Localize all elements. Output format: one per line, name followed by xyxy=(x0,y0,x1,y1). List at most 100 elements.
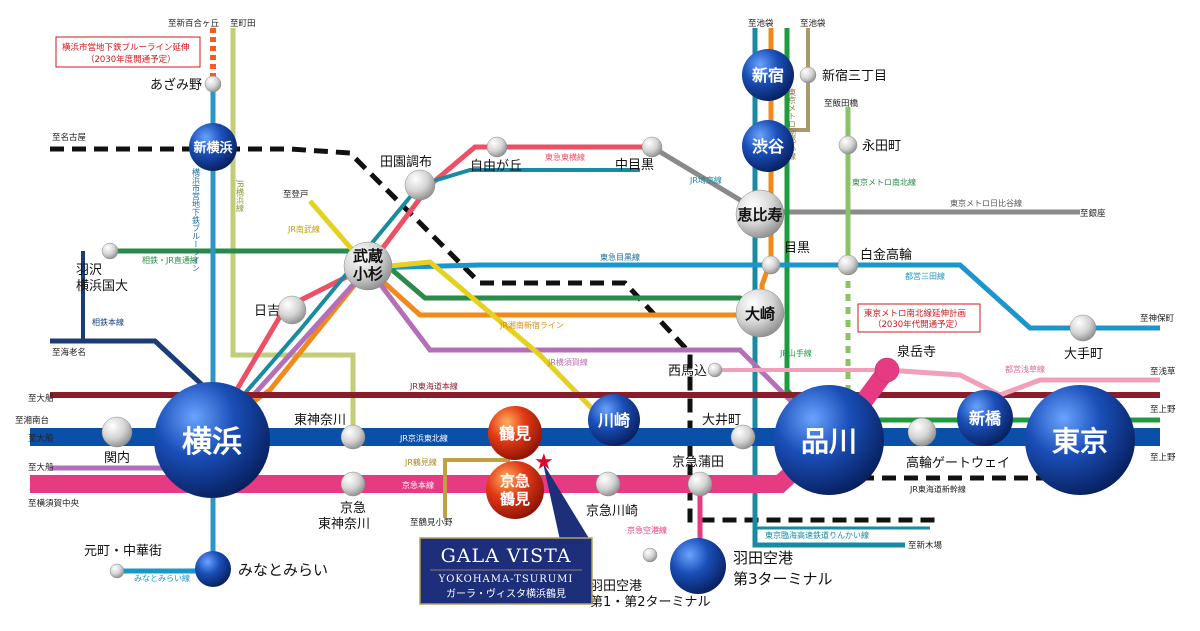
label-meguro: 目黒 xyxy=(784,241,810,256)
station-keikyu-tsurumi[interactable]: 京急 鶴見 xyxy=(486,461,544,519)
label-keikyu-tsurumi-1: 京急 xyxy=(500,472,530,490)
dir-ikebukuro-a: 至池袋 xyxy=(748,18,774,29)
label-sotetsu: 相鉄本線 xyxy=(92,317,124,327)
label-toei-mita: 都営三田線 xyxy=(905,271,945,281)
station-musashikosugi[interactable]: 武蔵 小杉 xyxy=(343,241,393,291)
label-haneda12-1: 羽田空港 xyxy=(590,579,642,594)
station-shinjuku[interactable]: 新宿 xyxy=(742,49,794,101)
label-haneda3-1: 羽田空港 xyxy=(733,549,793,567)
label-otemachi: 大手町 xyxy=(1064,347,1103,362)
label-nagatacho: 永田町 xyxy=(862,139,901,154)
station-haneda3[interactable]: 羽田空港 第3ターミナル xyxy=(670,538,833,594)
label-tokaido-shinkansen: JR東海道新幹線 xyxy=(909,484,966,494)
label-musashikosugi-1: 武蔵 xyxy=(353,247,383,265)
station-motomachi[interactable] xyxy=(109,563,125,579)
station-nishiumagome[interactable] xyxy=(707,362,723,378)
station-keikyu-kamata[interactable] xyxy=(687,471,713,497)
station-yokohama[interactable]: 横浜 xyxy=(154,382,270,498)
label-shibuya: 渋谷 xyxy=(752,137,785,156)
label-keikyu-higashikanagawa-2: 東神奈川 xyxy=(318,516,370,532)
station-hazawa[interactable] xyxy=(101,242,119,260)
label-nakameguro: 中目黒 xyxy=(615,158,654,173)
label-jr-yokohama: JR横浜線 xyxy=(236,179,245,212)
station-tokyo[interactable]: 東京 xyxy=(1025,385,1135,495)
label-kannai: 関内 xyxy=(104,450,130,466)
station-shibuya[interactable]: 渋谷 xyxy=(742,120,794,172)
property-star-icon: ★ xyxy=(534,450,554,475)
station-sengakuji[interactable] xyxy=(874,357,900,383)
dir-shinkiba: 至新木場 xyxy=(908,540,943,551)
label-shinyokohama: 新横浜 xyxy=(193,140,232,156)
station-shinbashi[interactable]: 新橋 xyxy=(957,390,1013,446)
station-nakameguro[interactable] xyxy=(641,136,663,158)
station-kannai[interactable] xyxy=(101,416,133,448)
station-meguro[interactable] xyxy=(761,255,781,275)
label-oimachi: 大井町 xyxy=(702,413,741,428)
label-jr-keihin-tohoku: JR京浜東北線 xyxy=(399,433,448,443)
label-shirokanetakanawa: 白金高輪 xyxy=(860,247,912,263)
label-haneda3-2: 第3ターミナル xyxy=(733,570,833,588)
dir-ginza: 至銀座 xyxy=(1080,208,1106,219)
station-oimachi[interactable] xyxy=(730,424,756,450)
station-takanawa-gateway[interactable] xyxy=(907,417,937,447)
dir-ofuna-1: 至大船 xyxy=(28,393,54,404)
station-tsurumi[interactable]: 鶴見 xyxy=(488,406,542,460)
label-shinjuku-sanchome: 新宿三丁目 xyxy=(822,68,887,84)
label-rinkai: 東京臨海高速鉄道りんかい線 xyxy=(765,530,869,540)
station-denenchofu[interactable] xyxy=(404,169,436,201)
property-callout[interactable]: GALA VISTA YOKOHAMA-TSURUMI ガーラ・ヴィスタ横浜鶴見 xyxy=(419,463,593,605)
namboku-extension-note: 東京メトロ南北線延伸計画 （2030年代開通予定） xyxy=(857,303,981,333)
label-motomachi: 元町・中華街 xyxy=(84,544,162,559)
station-osaki[interactable]: 大崎 xyxy=(735,288,785,338)
label-azamino: あざみ野 xyxy=(150,77,202,93)
dir-noborito: 至登戸 xyxy=(283,189,309,200)
station-haneda12[interactable] xyxy=(642,547,658,563)
station-keikyu-higashikanagawa[interactable] xyxy=(340,471,366,497)
jr-yamanote-line xyxy=(784,28,1160,423)
station-hiyoshi[interactable] xyxy=(277,295,307,325)
label-musashikosugi-2: 小杉 xyxy=(353,265,383,283)
dir-iidabashi: 至飯田橋 xyxy=(824,98,859,109)
line-labels: JR京浜東北線 京急本線 JR東海道本線 東急東横線 東急目黒線 JR埼京線 東… xyxy=(92,87,1045,583)
label-minatomirai: みなとみらい xyxy=(238,561,328,579)
small-station-labels: あざみ野 新宿三丁目 永田町 自由が丘 中目黒 田園調布 羽沢 横浜国大 日吉 … xyxy=(76,68,1103,610)
dir-ebina: 至海老名 xyxy=(52,347,86,358)
station-nagatacho[interactable] xyxy=(838,135,858,155)
label-yokohama: 横浜 xyxy=(182,425,242,460)
station-shinjuku-sanchome[interactable] xyxy=(799,66,817,84)
label-keikyu-kawasaki: 京急川崎 xyxy=(586,504,638,519)
callout-pointer xyxy=(543,463,590,540)
label-ebisu: 恵比寿 xyxy=(737,206,782,224)
label-nishiumagome: 西馬込 xyxy=(668,364,707,379)
station-jiyugaoka[interactable] xyxy=(486,136,508,158)
property-sub: YOKOHAMA-TSURUMI xyxy=(438,574,574,585)
station-keikyu-kawasaki[interactable] xyxy=(595,471,621,497)
label-jr-tsurumi: JR鶴見線 xyxy=(404,457,437,467)
station-shinyokohama[interactable]: 新横浜 xyxy=(189,123,237,171)
dir-yokosuka: 至横須賀中央 xyxy=(28,498,80,509)
label-hazawa-2: 横浜国大 xyxy=(76,279,128,294)
property-box xyxy=(419,537,593,605)
label-hazawa-1: 羽沢 xyxy=(76,263,102,278)
station-otemachi[interactable] xyxy=(1069,314,1097,342)
label-jr-yamanote: JR山手線 xyxy=(779,348,812,358)
label-keikyu-main: 京急本線 xyxy=(402,480,434,490)
label-metro-hibiya: 東京メトロ日比谷線 xyxy=(950,198,1022,208)
station-shinagawa[interactable]: 品川 xyxy=(774,385,884,495)
station-azamino[interactable] xyxy=(204,75,222,93)
dir-ueno-1: 至上野 xyxy=(1150,405,1176,415)
label-higashikanagawa: 東神奈川 xyxy=(294,412,346,428)
toei-mita-line xyxy=(367,262,1160,331)
station-ebisu[interactable]: 恵比寿 xyxy=(735,189,785,239)
label-hiyoshi: 日吉 xyxy=(254,304,280,319)
station-minatomirai[interactable]: みなとみらい xyxy=(195,551,328,587)
property-name: GALA VISTA xyxy=(441,545,572,567)
label-sengakuji: 泉岳寺 xyxy=(897,344,936,360)
station-shirokanetakanawa[interactable] xyxy=(837,254,859,276)
label-minatomirai: みなとみらい線 xyxy=(134,573,190,583)
label-jr-saikyo: JR埼京線 xyxy=(689,175,722,185)
station-kawasaki[interactable]: 川崎 xyxy=(588,394,640,446)
station-higashikanagawa[interactable] xyxy=(340,424,366,450)
blue-line-extension-note: 横浜市営地下鉄ブルーライン延伸 （2030年度開通予定） xyxy=(55,36,201,68)
